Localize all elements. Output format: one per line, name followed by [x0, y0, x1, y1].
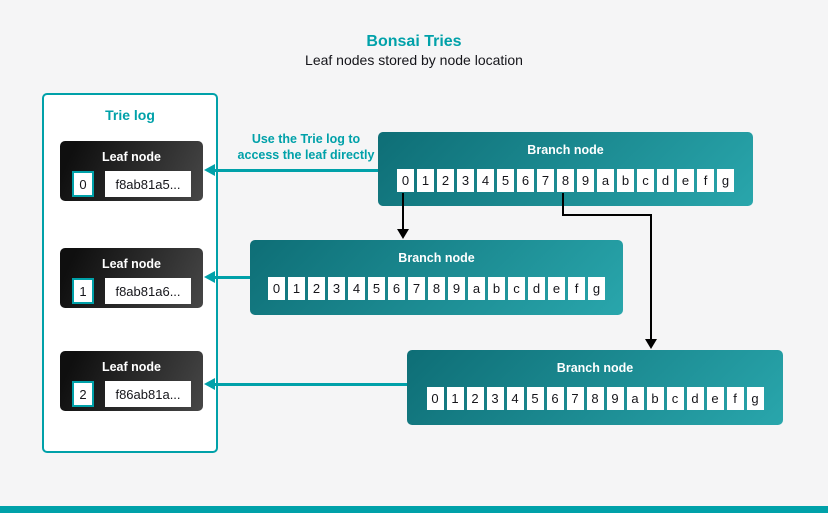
- leaf-hash-box: f86ab81a...: [105, 381, 191, 407]
- annotation-line-1: Use the Trie log to: [251, 132, 361, 146]
- branch-cell: e: [677, 169, 694, 192]
- arrow-branch2-to-leaf1: [214, 276, 250, 279]
- branch-cell: 3: [457, 169, 474, 192]
- branch-cell: 6: [517, 169, 534, 192]
- branch-cell: 8: [586, 387, 604, 410]
- diagram-title: Bonsai Tries: [366, 33, 462, 50]
- branch-cell: g: [588, 277, 605, 300]
- arrow-branch3-to-leaf2: [214, 383, 407, 386]
- arrow-left-icon: [204, 164, 215, 176]
- branch-cell: a: [468, 277, 485, 300]
- arrow-left-icon: [204, 378, 215, 390]
- branch-cell: d: [686, 387, 704, 410]
- branch-cell: 7: [408, 277, 425, 300]
- branch-node-label: Branch node: [398, 251, 475, 265]
- arrow-cell0-to-branch2: [402, 193, 404, 229]
- arrow-cell8-to-branch3-segment: [562, 214, 652, 216]
- trie-log-title: Trie log: [105, 107, 155, 123]
- branch-cell: d: [528, 277, 545, 300]
- branch-cell: 4: [348, 277, 365, 300]
- branch-cell: 0: [426, 387, 444, 410]
- branch-cell: f: [697, 169, 714, 192]
- leaf-node-label: Leaf node: [101, 150, 162, 164]
- branch-cell: b: [646, 387, 664, 410]
- branch-cell: 6: [388, 277, 405, 300]
- branch-cell: 0: [268, 277, 285, 300]
- branch-cell: e: [548, 277, 565, 300]
- branch-cell: 6: [546, 387, 564, 410]
- branch-cell: 2: [308, 277, 325, 300]
- branch-cell: 1: [446, 387, 464, 410]
- branch-cell: 4: [477, 169, 494, 192]
- branch-cell: 3: [486, 387, 504, 410]
- branch-cell: 1: [288, 277, 305, 300]
- branch-cell: 7: [537, 169, 554, 192]
- branch-node-label: Branch node: [556, 361, 634, 375]
- arrow-down-icon: [645, 339, 657, 349]
- trie-log-annotation: Use the Trie log to access the leaf dire…: [225, 131, 387, 163]
- branch-cell: 5: [497, 169, 514, 192]
- leaf-index-box: 2: [72, 381, 94, 407]
- branch-cell: 8: [557, 169, 574, 192]
- branch-cell: 9: [606, 387, 624, 410]
- branch-cell: 9: [448, 277, 465, 300]
- leaf-node-label: Leaf node: [101, 257, 162, 271]
- branch-cell: a: [626, 387, 644, 410]
- branch-cell: c: [637, 169, 654, 192]
- branch-cell: e: [706, 387, 724, 410]
- branch-cell: b: [617, 169, 634, 192]
- branch-cell: g: [717, 169, 734, 192]
- branch-cell: f: [726, 387, 744, 410]
- arrow-cell8-to-branch3-segment: [562, 193, 564, 216]
- branch-cell: 1: [417, 169, 434, 192]
- branch-cell: 5: [368, 277, 385, 300]
- arrow-left-icon: [204, 271, 215, 283]
- branch-cell: 4: [506, 387, 524, 410]
- branch-cell: g: [746, 387, 764, 410]
- branch-node-label: Branch node: [527, 143, 604, 157]
- leaf-hash-box: f8ab81a5...: [105, 171, 191, 197]
- diagram-subtitle: Leaf nodes stored by node location: [305, 52, 523, 68]
- annotation-line-2: access the leaf directly: [237, 148, 375, 162]
- leaf-node-card-2: Leaf node 2 f86ab81a...: [60, 351, 203, 411]
- leaf-index-box: 1: [72, 278, 94, 304]
- branch-cell: c: [666, 387, 684, 410]
- bottom-accent-bar: [0, 506, 828, 513]
- branch-cell: 2: [466, 387, 484, 410]
- leaf-node-card-1: Leaf node 1 f8ab81a6...: [60, 248, 203, 308]
- branch-cell: d: [657, 169, 674, 192]
- branch-cell: 5: [526, 387, 544, 410]
- leaf-node-card-0: Leaf node 0 f8ab81a5...: [60, 141, 203, 201]
- branch-cell: a: [597, 169, 614, 192]
- branch-cell: f: [568, 277, 585, 300]
- leaf-hash-box: f8ab81a6...: [105, 278, 191, 304]
- branch-cell: 3: [328, 277, 345, 300]
- arrow-down-icon: [397, 229, 409, 239]
- arrow-branch1-to-leaf0: [214, 169, 378, 172]
- branch-cell: 0: [397, 169, 414, 192]
- branch-cell: 2: [437, 169, 454, 192]
- leaf-index-box: 0: [72, 171, 94, 197]
- branch-cell: b: [488, 277, 505, 300]
- branch-cell: 9: [577, 169, 594, 192]
- branch-cell: 7: [566, 387, 584, 410]
- branch-cell: 8: [428, 277, 445, 300]
- leaf-node-label: Leaf node: [101, 360, 162, 374]
- branch-cell: c: [508, 277, 525, 300]
- arrow-cell8-to-branch3-segment: [650, 214, 652, 339]
